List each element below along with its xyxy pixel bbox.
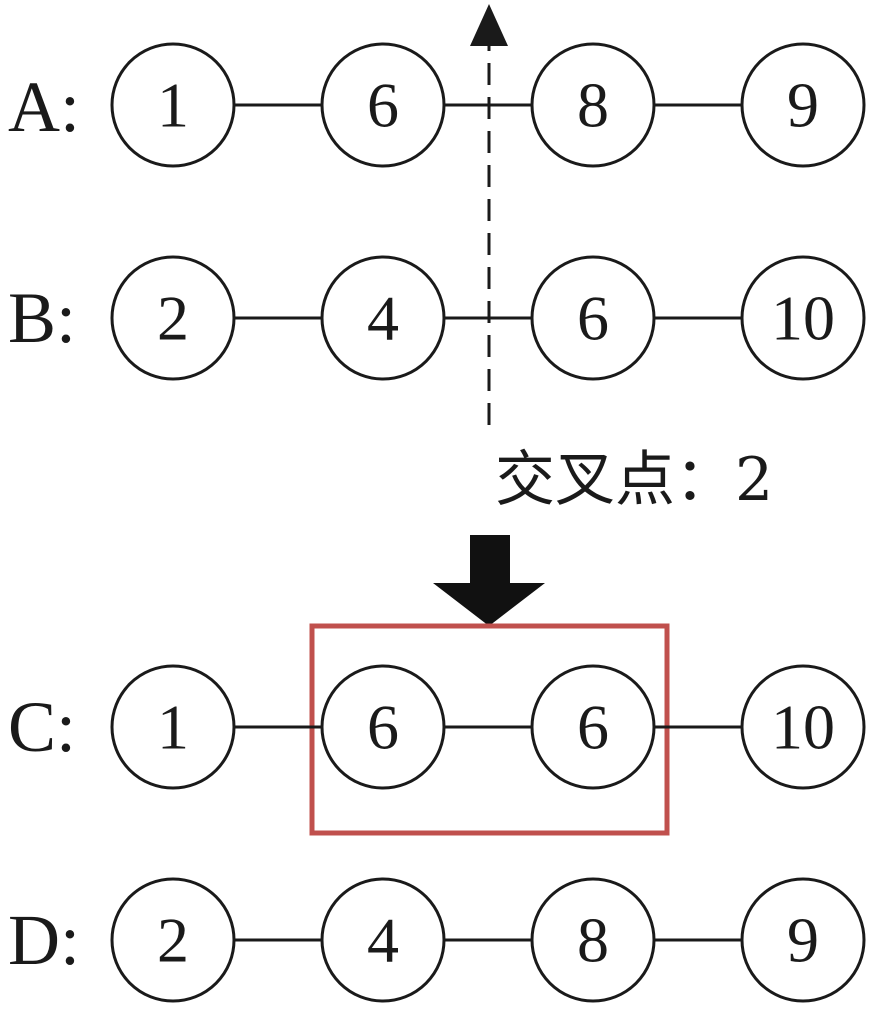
crossover-point-label: 交叉点：2	[495, 445, 773, 515]
gene-node: 8	[530, 42, 656, 168]
gene-value: 9	[787, 905, 819, 976]
gene-value: 8	[577, 905, 609, 976]
row-label-c: C:	[8, 687, 76, 767]
arrow-down-icon	[433, 535, 545, 626]
row-label-a: A:	[8, 67, 80, 147]
gene-node: 6	[530, 664, 656, 790]
swapped-segment-highlight	[309, 623, 670, 836]
gene-value: 4	[367, 283, 399, 354]
gene-value: 2	[157, 283, 189, 354]
gene-node: 2	[110, 255, 236, 381]
chain-row-c: C: 1 6 6 10	[8, 664, 866, 790]
row-label-b: B:	[8, 278, 76, 358]
gene-node: 1	[110, 664, 236, 790]
gene-node: 9	[740, 877, 866, 1003]
gene-node: 8	[530, 877, 656, 1003]
gene-node: 4	[320, 255, 446, 381]
gene-node: 10	[740, 664, 866, 790]
crossover-cut-line	[470, 4, 508, 425]
gene-value: 6	[577, 692, 609, 763]
chain-row-a: A: 1 6 8 9	[8, 42, 866, 168]
gene-node: 4	[320, 877, 446, 1003]
gene-node: 6	[530, 255, 656, 381]
gene-value: 9	[787, 70, 819, 141]
gene-value: 1	[157, 70, 189, 141]
chain-row-d: D: 2 4 8 9	[8, 877, 866, 1003]
gene-value: 2	[157, 905, 189, 976]
gene-node: 9	[740, 42, 866, 168]
gene-node: 6	[320, 664, 446, 790]
gene-node: 1	[110, 42, 236, 168]
chain-row-b: B: 2 4 6 10	[8, 255, 866, 381]
gene-node: 10	[740, 255, 866, 381]
gene-value: 6	[367, 692, 399, 763]
gene-node: 6	[320, 42, 446, 168]
gene-value: 10	[771, 283, 835, 354]
gene-value: 4	[367, 905, 399, 976]
arrow-up-icon	[470, 4, 508, 46]
gene-value: 8	[577, 70, 609, 141]
row-label-d: D:	[8, 900, 80, 980]
gene-value: 6	[577, 283, 609, 354]
gene-node: 2	[110, 877, 236, 1003]
gene-value: 10	[771, 692, 835, 763]
gene-value: 6	[367, 70, 399, 141]
gene-value: 1	[157, 692, 189, 763]
